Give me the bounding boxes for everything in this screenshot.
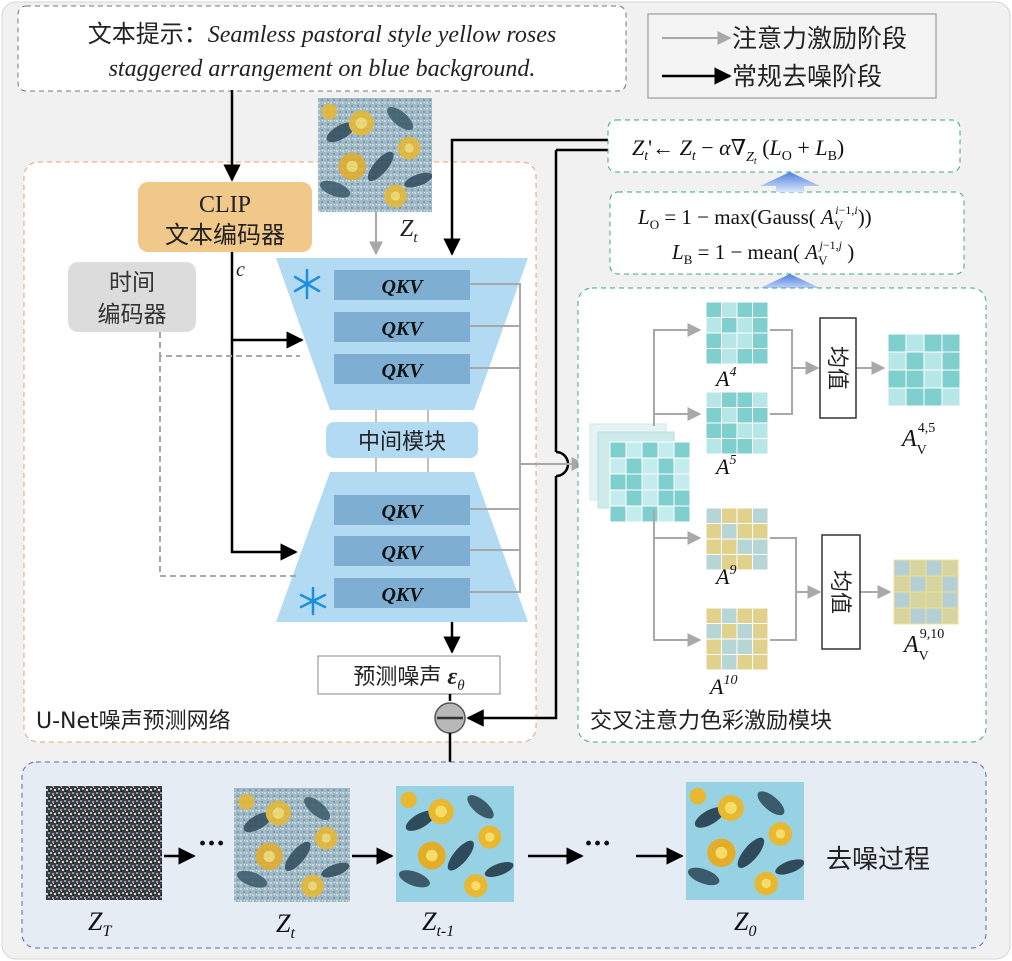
up-arrow-1 bbox=[760, 172, 820, 192]
attention-map-a4 bbox=[705, 301, 769, 365]
qkv-label: QKV bbox=[381, 584, 424, 606]
map-label-a10: A10 bbox=[708, 673, 737, 699]
text-prompt-box bbox=[17, 5, 627, 92]
update-formula: Zt'← Zt − α∇Zt (LO + LB) bbox=[632, 135, 844, 167]
dashed-time-to-decoder bbox=[159, 356, 296, 577]
ellipsis-1: ··· bbox=[198, 829, 225, 859]
attention-module-title: 交叉注意力色彩激励模块 bbox=[590, 709, 832, 734]
clip-line-2: 文本编码器 bbox=[165, 221, 285, 249]
time-encoder bbox=[68, 262, 196, 332]
zt-noisy-image-top bbox=[318, 98, 432, 212]
attention-stack-front bbox=[609, 441, 691, 523]
attention-output-av910 bbox=[893, 559, 959, 625]
prompt-line-2: staggered arrangement on blue background… bbox=[109, 56, 536, 82]
time-encoder-line-1: 时间 bbox=[109, 270, 155, 296]
legend-attention-label: 注意力激励阶段 bbox=[732, 24, 907, 53]
arrow-update-to-subtract bbox=[466, 150, 558, 727]
noise-prediction-box bbox=[317, 655, 501, 695]
attention-map-a5 bbox=[705, 391, 769, 455]
qkv-label: QKV bbox=[381, 501, 424, 523]
denoise-title: 去噪过程 bbox=[826, 845, 930, 875]
prompt-line-1: Seamless pastoral style yellow roses bbox=[208, 22, 556, 48]
clip-encoder bbox=[138, 182, 312, 252]
frozen-snowflake-icon bbox=[293, 268, 321, 300]
z0-clean-image bbox=[686, 782, 804, 900]
loss-lb-formula: LB = 1 − mean( AVj−1,j ) bbox=[671, 238, 854, 268]
legend-denoise-label: 常规去噪阶段 bbox=[732, 62, 882, 91]
attention-map-a9 bbox=[705, 507, 769, 571]
qkv-block-2 bbox=[334, 312, 470, 342]
legend-box bbox=[647, 13, 937, 99]
mean-box-2 bbox=[821, 534, 861, 650]
attention-map-a10 bbox=[705, 607, 769, 671]
clip-line-1: CLIP bbox=[199, 192, 251, 218]
qkv-label: QKV bbox=[381, 360, 424, 382]
prompt-label: 文本提示： bbox=[88, 20, 208, 48]
noise-pred-label: 预测噪声 bbox=[353, 665, 441, 690]
arrow-update-to-unet bbox=[443, 138, 608, 256]
zt-minus-1-image bbox=[396, 786, 514, 902]
frozen-snowflake-icon-2 bbox=[299, 586, 327, 616]
zt-noisy-image bbox=[234, 788, 350, 902]
qkv-label: QKV bbox=[381, 542, 424, 564]
subtract-operator bbox=[434, 702, 466, 734]
ellipsis-2: ··· bbox=[584, 829, 611, 859]
loss-lo-formula: LO = 1 − max(Gauss( AVi−1,i)) bbox=[637, 203, 872, 233]
arrow-clip-to-decoder bbox=[230, 340, 298, 561]
mean-label-1: 均值 bbox=[824, 346, 849, 390]
time-encoder-line-2: 编码器 bbox=[98, 302, 167, 328]
loss-formula-box bbox=[609, 191, 965, 275]
qkv-label: QKV bbox=[381, 318, 424, 340]
attention-module-region bbox=[577, 287, 987, 743]
zT-pure-noise-image bbox=[46, 786, 162, 900]
qkv-block-5 bbox=[334, 536, 470, 566]
middle-block-label: 中间模块 bbox=[358, 430, 446, 455]
unet-title: U-Net噪声预测网络 bbox=[36, 709, 231, 734]
noise-pred-symbol: ε bbox=[447, 664, 457, 690]
qkv-label: QKV bbox=[381, 276, 424, 298]
middle-block bbox=[326, 422, 478, 458]
mean-label-2: 均值 bbox=[827, 570, 852, 614]
qkv-block-4 bbox=[334, 495, 470, 525]
qkv-block-1 bbox=[334, 270, 470, 300]
condition-label: c bbox=[236, 259, 245, 281]
qkv-block-3 bbox=[334, 354, 470, 384]
update-formula-box bbox=[607, 119, 961, 173]
qkv-block-6 bbox=[334, 578, 470, 608]
mean-box-1 bbox=[819, 317, 857, 419]
attention-output-av45 bbox=[887, 333, 961, 407]
svg-text:文本提示：Seamless pastoral style y: 文本提示：Seamless pastoral style yellow rose… bbox=[88, 20, 556, 48]
